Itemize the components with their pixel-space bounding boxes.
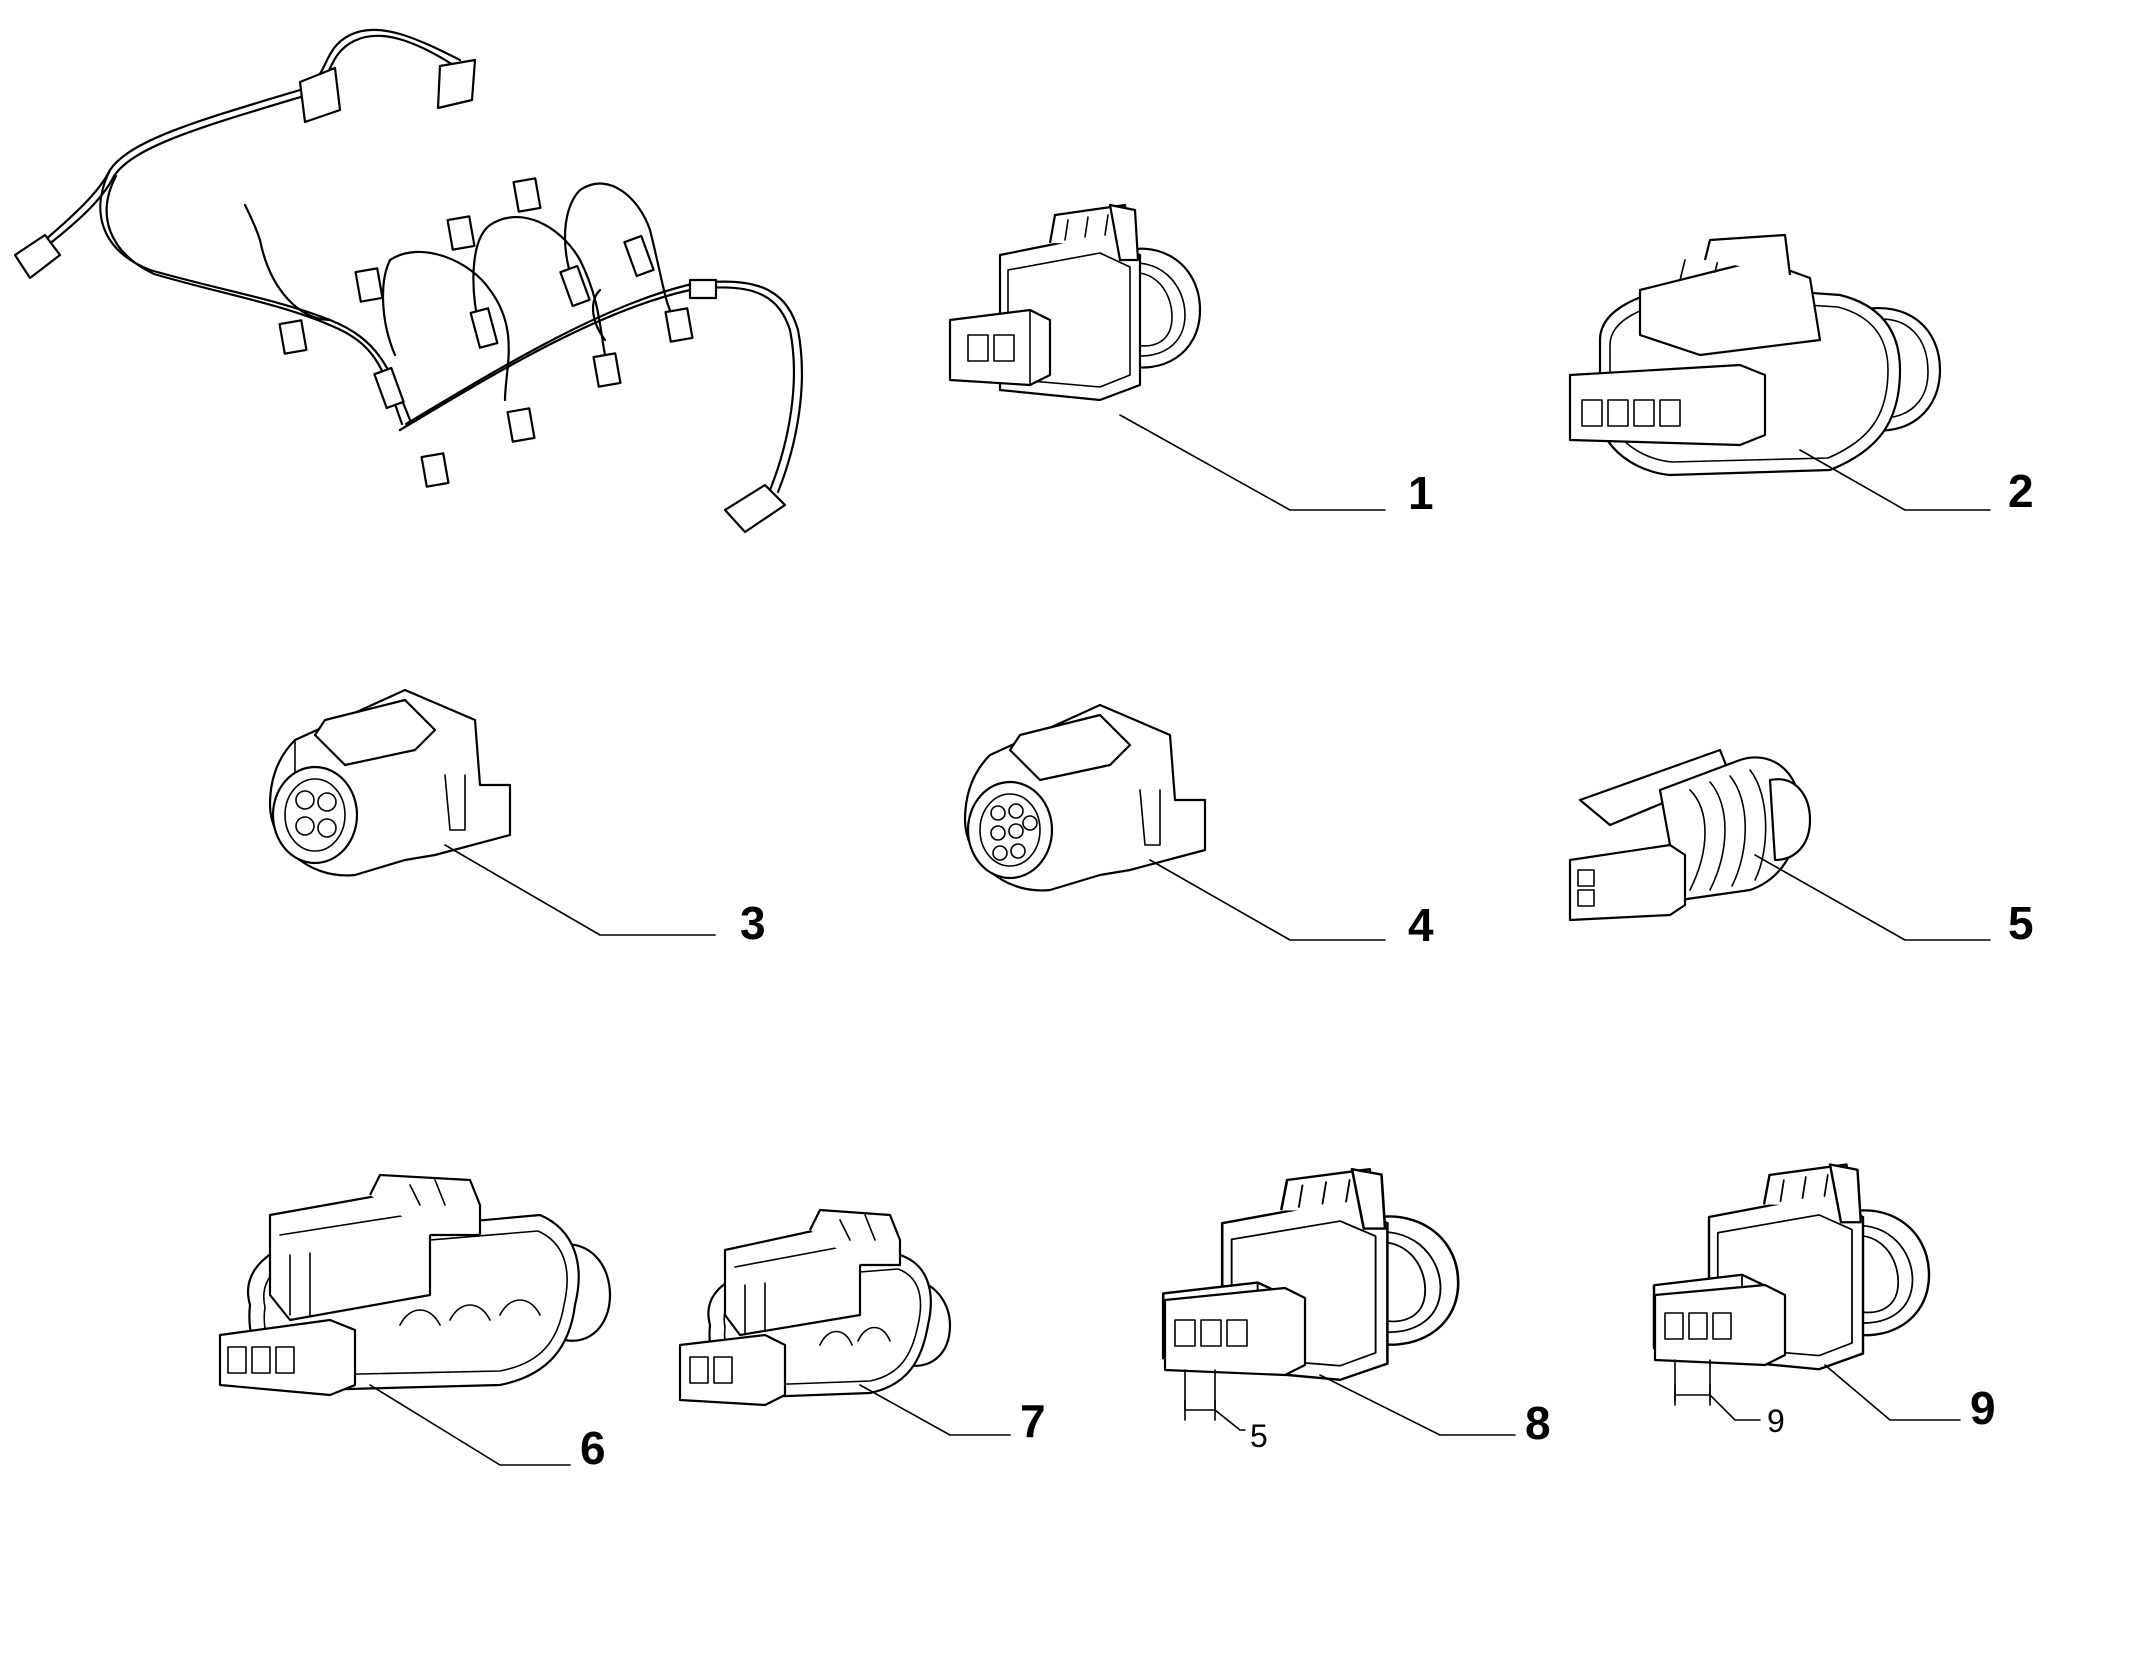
callout-4: 4 (1408, 899, 1434, 951)
connector-6 (218, 1173, 612, 1397)
callout-8: 8 (1525, 1397, 1551, 1449)
wiring-harness (13, 28, 803, 534)
callout-1: 1 (1408, 467, 1434, 519)
leader-line-1 (1119, 414, 1386, 511)
leader-line-6 (369, 1384, 571, 1466)
connector-3 (268, 688, 512, 877)
connector-1 (948, 203, 1202, 402)
dimension-8 (1184, 1399, 1246, 1431)
callout-9: 9 (1970, 1382, 1996, 1434)
leader-line-5 (1754, 854, 1991, 941)
leader-line-2 (1799, 449, 1991, 511)
callout-5: 5 (2008, 897, 2034, 949)
connector-5 (1568, 748, 1812, 922)
connector-8 (1161, 1167, 1460, 1411)
connector-7 (678, 1208, 952, 1407)
callout-3: 3 (740, 897, 766, 949)
leader-line-8 (1319, 1374, 1516, 1436)
callout-2: 2 (2008, 465, 2034, 517)
callout-7: 7 (1020, 1395, 1046, 1447)
connector-9 (1652, 1163, 1931, 1401)
connector-2 (1568, 233, 1942, 477)
leader-line-3 (444, 844, 716, 936)
leader-line-4 (1149, 859, 1386, 941)
dimension-9 (1674, 1384, 1761, 1421)
leader-line-7 (859, 1384, 1011, 1436)
dimension-label-9: 9 (1767, 1403, 1785, 1439)
leader-line-9 (1824, 1364, 1961, 1421)
dimension-label-8: 5 (1250, 1418, 1268, 1454)
connector-4 (963, 703, 1207, 892)
callout-6: 6 (580, 1422, 606, 1474)
